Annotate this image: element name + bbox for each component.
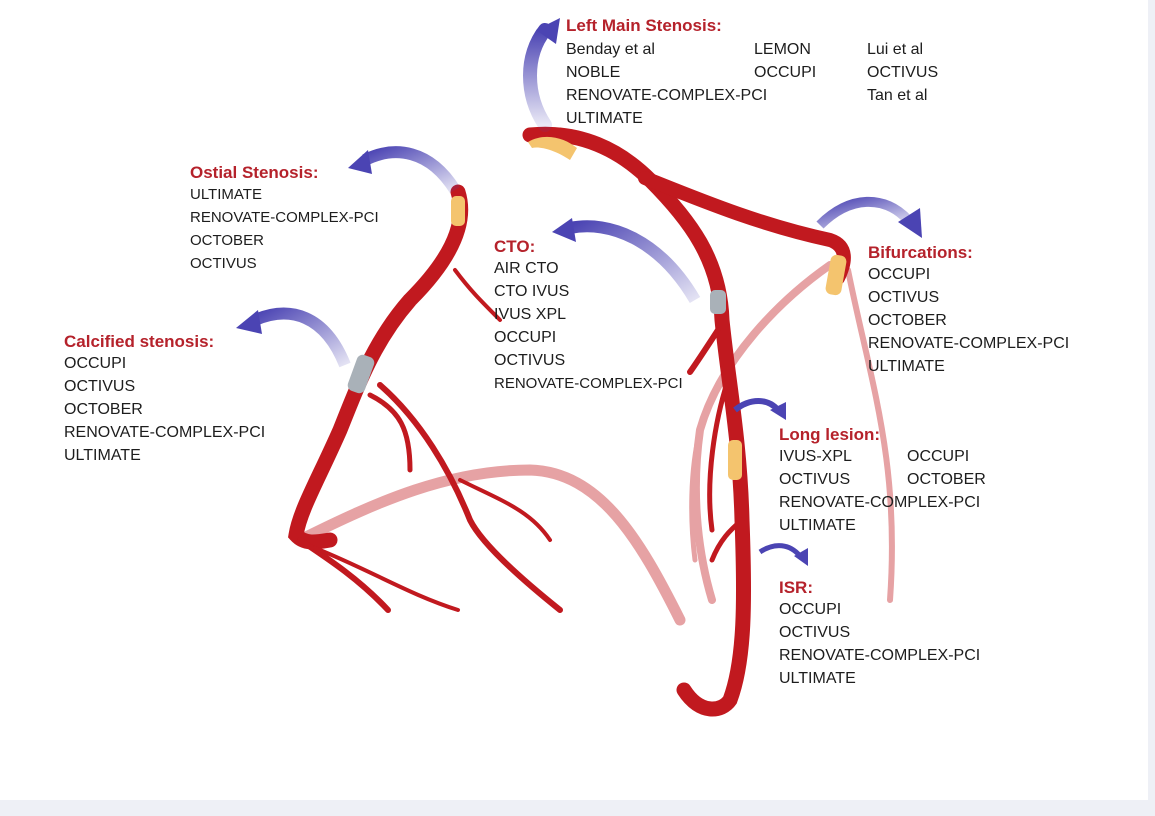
- section-title: Left Main Stenosis:: [566, 16, 722, 35]
- trial-name: RENOVATE-COMPLEX-PCI: [779, 647, 981, 664]
- ostial-stenosis-section: Ostial Stenosis: ULTIMATE RENOVATE-COMPL…: [190, 162, 379, 275]
- cto-section: CTO: AIR CTO CTO IVUS IVUS XPL OCCUPI OC…: [494, 236, 683, 395]
- trial-name: CTO IVUS: [494, 283, 570, 300]
- trial-name: ULTIMATE: [779, 670, 856, 687]
- left-main-stenosis-section: Left Main Stenosis:: [566, 15, 722, 36]
- trial-name: OCTIVUS: [779, 471, 851, 488]
- trial-name: ULTIMATE: [190, 186, 262, 203]
- section-title: ISR:: [779, 578, 813, 597]
- calcified-stenosis-section: Calcified stenosis: OCCUPI OCTIVUS OCTOB…: [64, 331, 265, 467]
- trial-name: OCTIVUS: [868, 289, 940, 306]
- trial-name: RENOVATE-COMPLEX-PCI: [64, 424, 266, 441]
- trial-name: OCTOBER: [868, 312, 947, 329]
- section-title: CTO:: [494, 237, 536, 256]
- trial-name: RENOVATE-COMPLEX-PCI: [566, 87, 768, 104]
- trial-name: Tan et al: [867, 87, 928, 104]
- trial-name: Benday et al: [566, 41, 655, 58]
- trial-name: IVUS-XPL: [779, 448, 852, 465]
- coronary-tree-illustration: [236, 18, 922, 717]
- trial-name: AIR CTO: [494, 260, 559, 277]
- bifurcations-section: Bifurcations: OCCUPI OCTIVUS OCTOBER REN…: [868, 242, 1069, 378]
- section-title: Bifurcations:: [868, 243, 973, 262]
- section-title: Long lesion:: [779, 425, 881, 444]
- trial-name: ULTIMATE: [779, 517, 856, 534]
- trial-name: RENOVATE-COMPLEX-PCI: [190, 209, 379, 226]
- trial-name: OCCUPI: [779, 601, 842, 618]
- trial-name: RENOVATE-COMPLEX-PCI: [868, 335, 1070, 352]
- trial-name: OCCUPI: [494, 329, 557, 346]
- trial-name: RENOVATE-COMPLEX-PCI: [779, 494, 981, 511]
- trial-name: ULTIMATE: [64, 447, 141, 464]
- trial-name: OCTOBER: [64, 401, 143, 418]
- pointer-arrows: [236, 18, 922, 566]
- trial-name: OCTOBER: [907, 471, 986, 488]
- right-coronary-artery: [288, 184, 563, 613]
- trial-name: ULTIMATE: [868, 358, 945, 375]
- trial-name: IVUS XPL: [494, 306, 567, 323]
- figure-canvas: Left Main Stenosis: Benday et al NOBLE R…: [0, 0, 1148, 800]
- section-title: Ostial Stenosis:: [190, 163, 319, 182]
- trial-name: OCTIVUS: [494, 352, 566, 369]
- trial-name: ULTIMATE: [566, 110, 643, 127]
- trial-name: OCCUPI: [64, 355, 127, 372]
- trial-name: OCTOBER: [190, 232, 264, 249]
- trial-name: OCCUPI: [868, 266, 931, 283]
- trial-name: RENOVATE-COMPLEX-PCI: [494, 375, 683, 392]
- isr-section: ISR: OCCUPI OCTIVUS RENOVATE-COMPLEX-PCI…: [779, 577, 980, 690]
- trial-name: Lui et al: [867, 41, 924, 58]
- trial-name: NOBLE: [566, 64, 621, 81]
- posterior-vessels: [294, 261, 895, 626]
- trial-name: OCCUPI: [907, 448, 970, 465]
- trial-name: LEMON: [754, 41, 811, 58]
- trial-name: OCTIVUS: [190, 255, 257, 272]
- section-title: Calcified stenosis:: [64, 332, 215, 351]
- trial-name: OCTIVUS: [867, 64, 939, 81]
- trial-name: OCTIVUS: [779, 624, 851, 641]
- trial-name: OCTIVUS: [64, 378, 136, 395]
- lesion-markers: [347, 136, 847, 480]
- trial-name: OCCUPI: [754, 64, 817, 81]
- long-lesion-section: Long lesion: IVUS-XPL OCTIVUS RENOVATE-C…: [779, 424, 980, 537]
